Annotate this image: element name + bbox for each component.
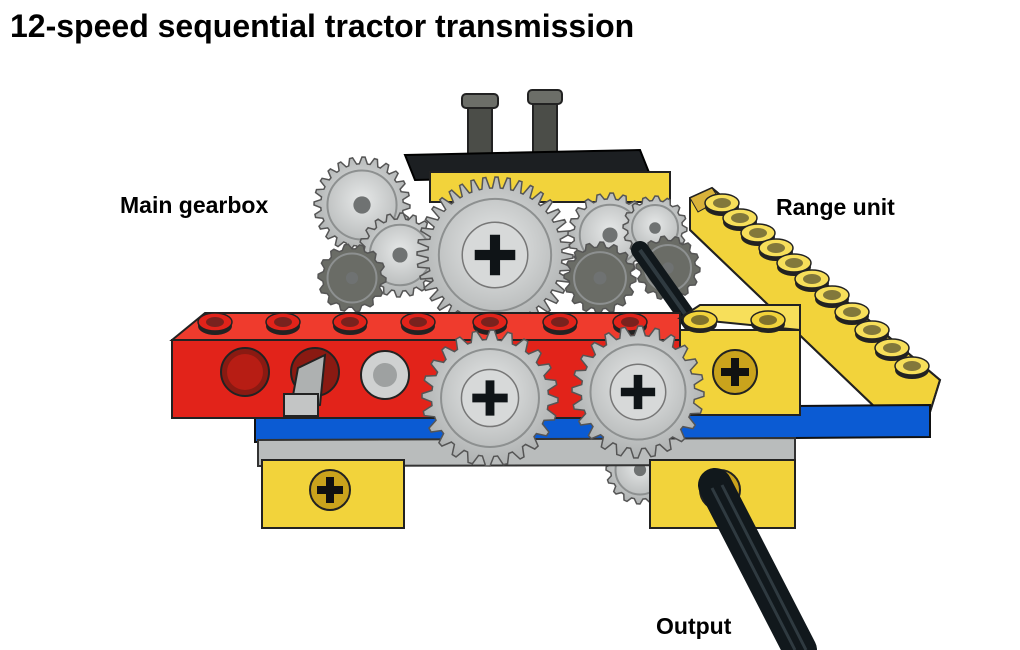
main-gearbox-label: Main gearbox bbox=[120, 192, 269, 218]
stud bbox=[197, 312, 233, 335]
yellow-block-studs bbox=[682, 310, 786, 333]
gear bbox=[571, 325, 705, 459]
gear bbox=[317, 243, 387, 313]
stud bbox=[874, 338, 910, 361]
gray-connector-peg bbox=[283, 353, 327, 417]
output-axle bbox=[698, 468, 817, 650]
stud bbox=[265, 312, 301, 335]
stud bbox=[814, 285, 850, 308]
stud bbox=[794, 269, 830, 292]
red-beam-studs bbox=[197, 312, 648, 335]
output-label: Output bbox=[656, 613, 732, 639]
front-gear-pair bbox=[421, 325, 705, 467]
stud bbox=[834, 302, 870, 325]
stud bbox=[722, 208, 758, 231]
stud bbox=[750, 310, 786, 333]
stud bbox=[854, 320, 890, 343]
stud bbox=[472, 312, 508, 335]
gear bbox=[563, 241, 637, 315]
stud bbox=[542, 312, 578, 335]
range-unit-label: Range unit bbox=[776, 194, 895, 220]
range-unit-studs bbox=[704, 193, 930, 379]
yellow-lower-block-left bbox=[261, 459, 405, 529]
stud bbox=[400, 312, 436, 335]
gear bbox=[416, 176, 574, 334]
diagram-title: 12-speed sequential tractor transmission bbox=[10, 8, 635, 44]
stud bbox=[682, 310, 718, 333]
gear bbox=[421, 329, 559, 467]
stud bbox=[894, 356, 930, 379]
stud bbox=[332, 312, 368, 335]
